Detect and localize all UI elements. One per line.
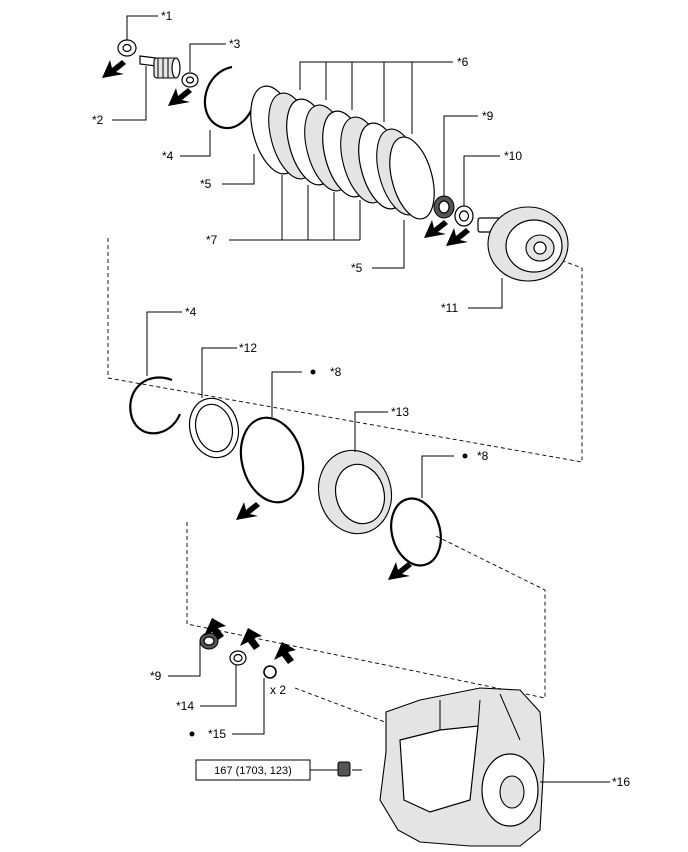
arrow-icon xyxy=(204,618,226,640)
callout-1: *1 xyxy=(161,9,173,23)
arrow-icon xyxy=(240,628,262,650)
callout-5-lower: *5 xyxy=(351,261,363,275)
part-9-bearing-lower xyxy=(168,632,219,677)
callout-14: *14 xyxy=(176,699,194,713)
part-13-piston xyxy=(318,411,392,535)
arrow-icons xyxy=(102,60,470,664)
part-4-snap-ring-upper xyxy=(180,65,258,157)
part-10-washer xyxy=(454,155,500,227)
quantity-label: x 2 xyxy=(270,683,286,697)
callout-labels: *1 *2 *3 *4 *5 *6 *7 *5 *9 *10 *11 *4 *1… xyxy=(92,9,630,789)
callout-2: *2 xyxy=(92,113,104,127)
part-16-transaxle-case xyxy=(379,687,610,847)
callout-9-upper: *9 xyxy=(482,109,494,123)
callout-16: *16 xyxy=(612,775,630,789)
callout-3: *3 xyxy=(229,37,241,51)
bullet-icon xyxy=(189,731,195,737)
bullet-icon xyxy=(310,369,316,375)
callout-8-left: *8 xyxy=(330,365,342,379)
arrow-icon xyxy=(388,562,412,580)
part-14-washer xyxy=(200,650,247,707)
arrow-icon xyxy=(102,60,126,78)
part-2-shaft xyxy=(112,55,181,121)
part-11-clutch-hub xyxy=(468,206,569,309)
callout-4-lower: *4 xyxy=(185,305,197,319)
arrow-icon xyxy=(424,220,448,238)
callout-13: *13 xyxy=(391,405,409,419)
callout-7: *7 xyxy=(206,233,218,247)
callout-15: *15 xyxy=(208,727,226,741)
callout-8-right: *8 xyxy=(477,449,489,463)
callout-6: *6 xyxy=(457,55,469,69)
part-1-washer xyxy=(117,15,158,57)
callout-12: *12 xyxy=(239,341,257,355)
part-15-o-ring xyxy=(189,665,277,737)
part-8-o-ring-left xyxy=(239,369,316,504)
part-9-bearing-upper xyxy=(433,115,478,219)
torque-spec-box: 167 (1703, 123) xyxy=(195,759,311,781)
part-3-washer xyxy=(181,43,226,88)
part-12-spring-retainer xyxy=(188,347,240,459)
bullet-icon xyxy=(462,453,468,459)
arrow-icon xyxy=(274,642,296,664)
callout-10: *10 xyxy=(504,149,522,163)
part-4-snap-ring-lower xyxy=(129,311,182,435)
callout-4-upper: *4 xyxy=(162,149,174,163)
callout-9-lower: *9 xyxy=(150,669,162,683)
torque-value: 167 (1703, 123) xyxy=(214,765,292,777)
arrow-icon xyxy=(236,502,260,520)
callout-11: *11 xyxy=(441,301,458,315)
arrow-icon xyxy=(168,88,192,106)
part-8-o-ring-right xyxy=(390,453,468,567)
arrow-icon xyxy=(446,228,470,246)
assembly-dashed-lines xyxy=(107,238,583,723)
plug-bolt xyxy=(310,761,362,777)
callout-5-upper: *5 xyxy=(200,177,212,191)
clutch-pack xyxy=(222,61,453,269)
